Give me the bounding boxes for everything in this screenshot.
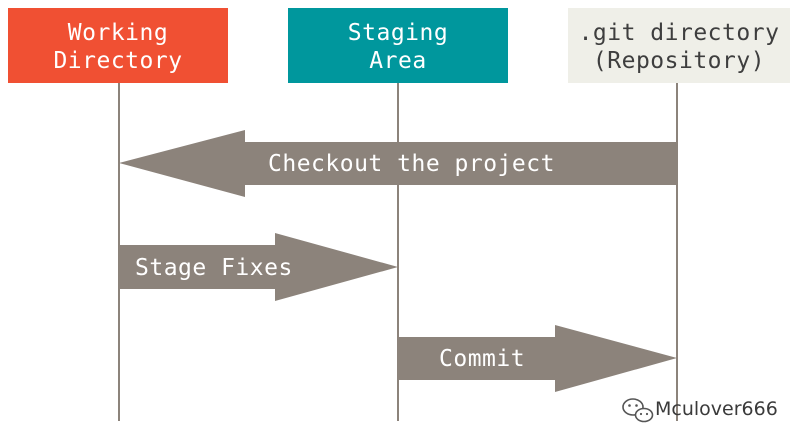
box-repository-bg (568, 8, 790, 83)
arrow-checkout-label: Checkout the project (268, 151, 555, 177)
watermark-text: Mculover666 (655, 398, 778, 420)
box-working-directory-line1: Working (68, 20, 168, 46)
arrow-commit-label: Commit (439, 346, 525, 372)
box-repository-line2: (Repository) (593, 48, 765, 74)
box-staging-area: Staging Area (288, 8, 508, 83)
box-repository-line1: .git directory (579, 20, 780, 46)
box-staging-area-line1: Staging (348, 20, 448, 46)
box-working-directory: Working Directory (8, 8, 228, 83)
arrow-checkout: Checkout the project (119, 130, 677, 197)
box-working-directory-bg (8, 8, 228, 83)
watermark: Mculover666 (622, 398, 778, 423)
arrow-stage-fixes: Stage Fixes (119, 233, 398, 301)
arrow-stage-fixes-shape (119, 233, 398, 301)
box-staging-area-bg (288, 8, 508, 83)
box-working-directory-line2: Directory (53, 48, 182, 74)
arrow-stage-fixes-label: Stage Fixes (135, 255, 293, 281)
box-repository: .git directory (Repository) (568, 8, 790, 83)
arrow-commit-shape (398, 325, 677, 392)
arrow-commit: Commit (398, 325, 677, 392)
box-staging-area-line2: Area (369, 48, 426, 74)
wechat-icon (622, 398, 654, 423)
arrow-checkout-shape (119, 130, 677, 197)
